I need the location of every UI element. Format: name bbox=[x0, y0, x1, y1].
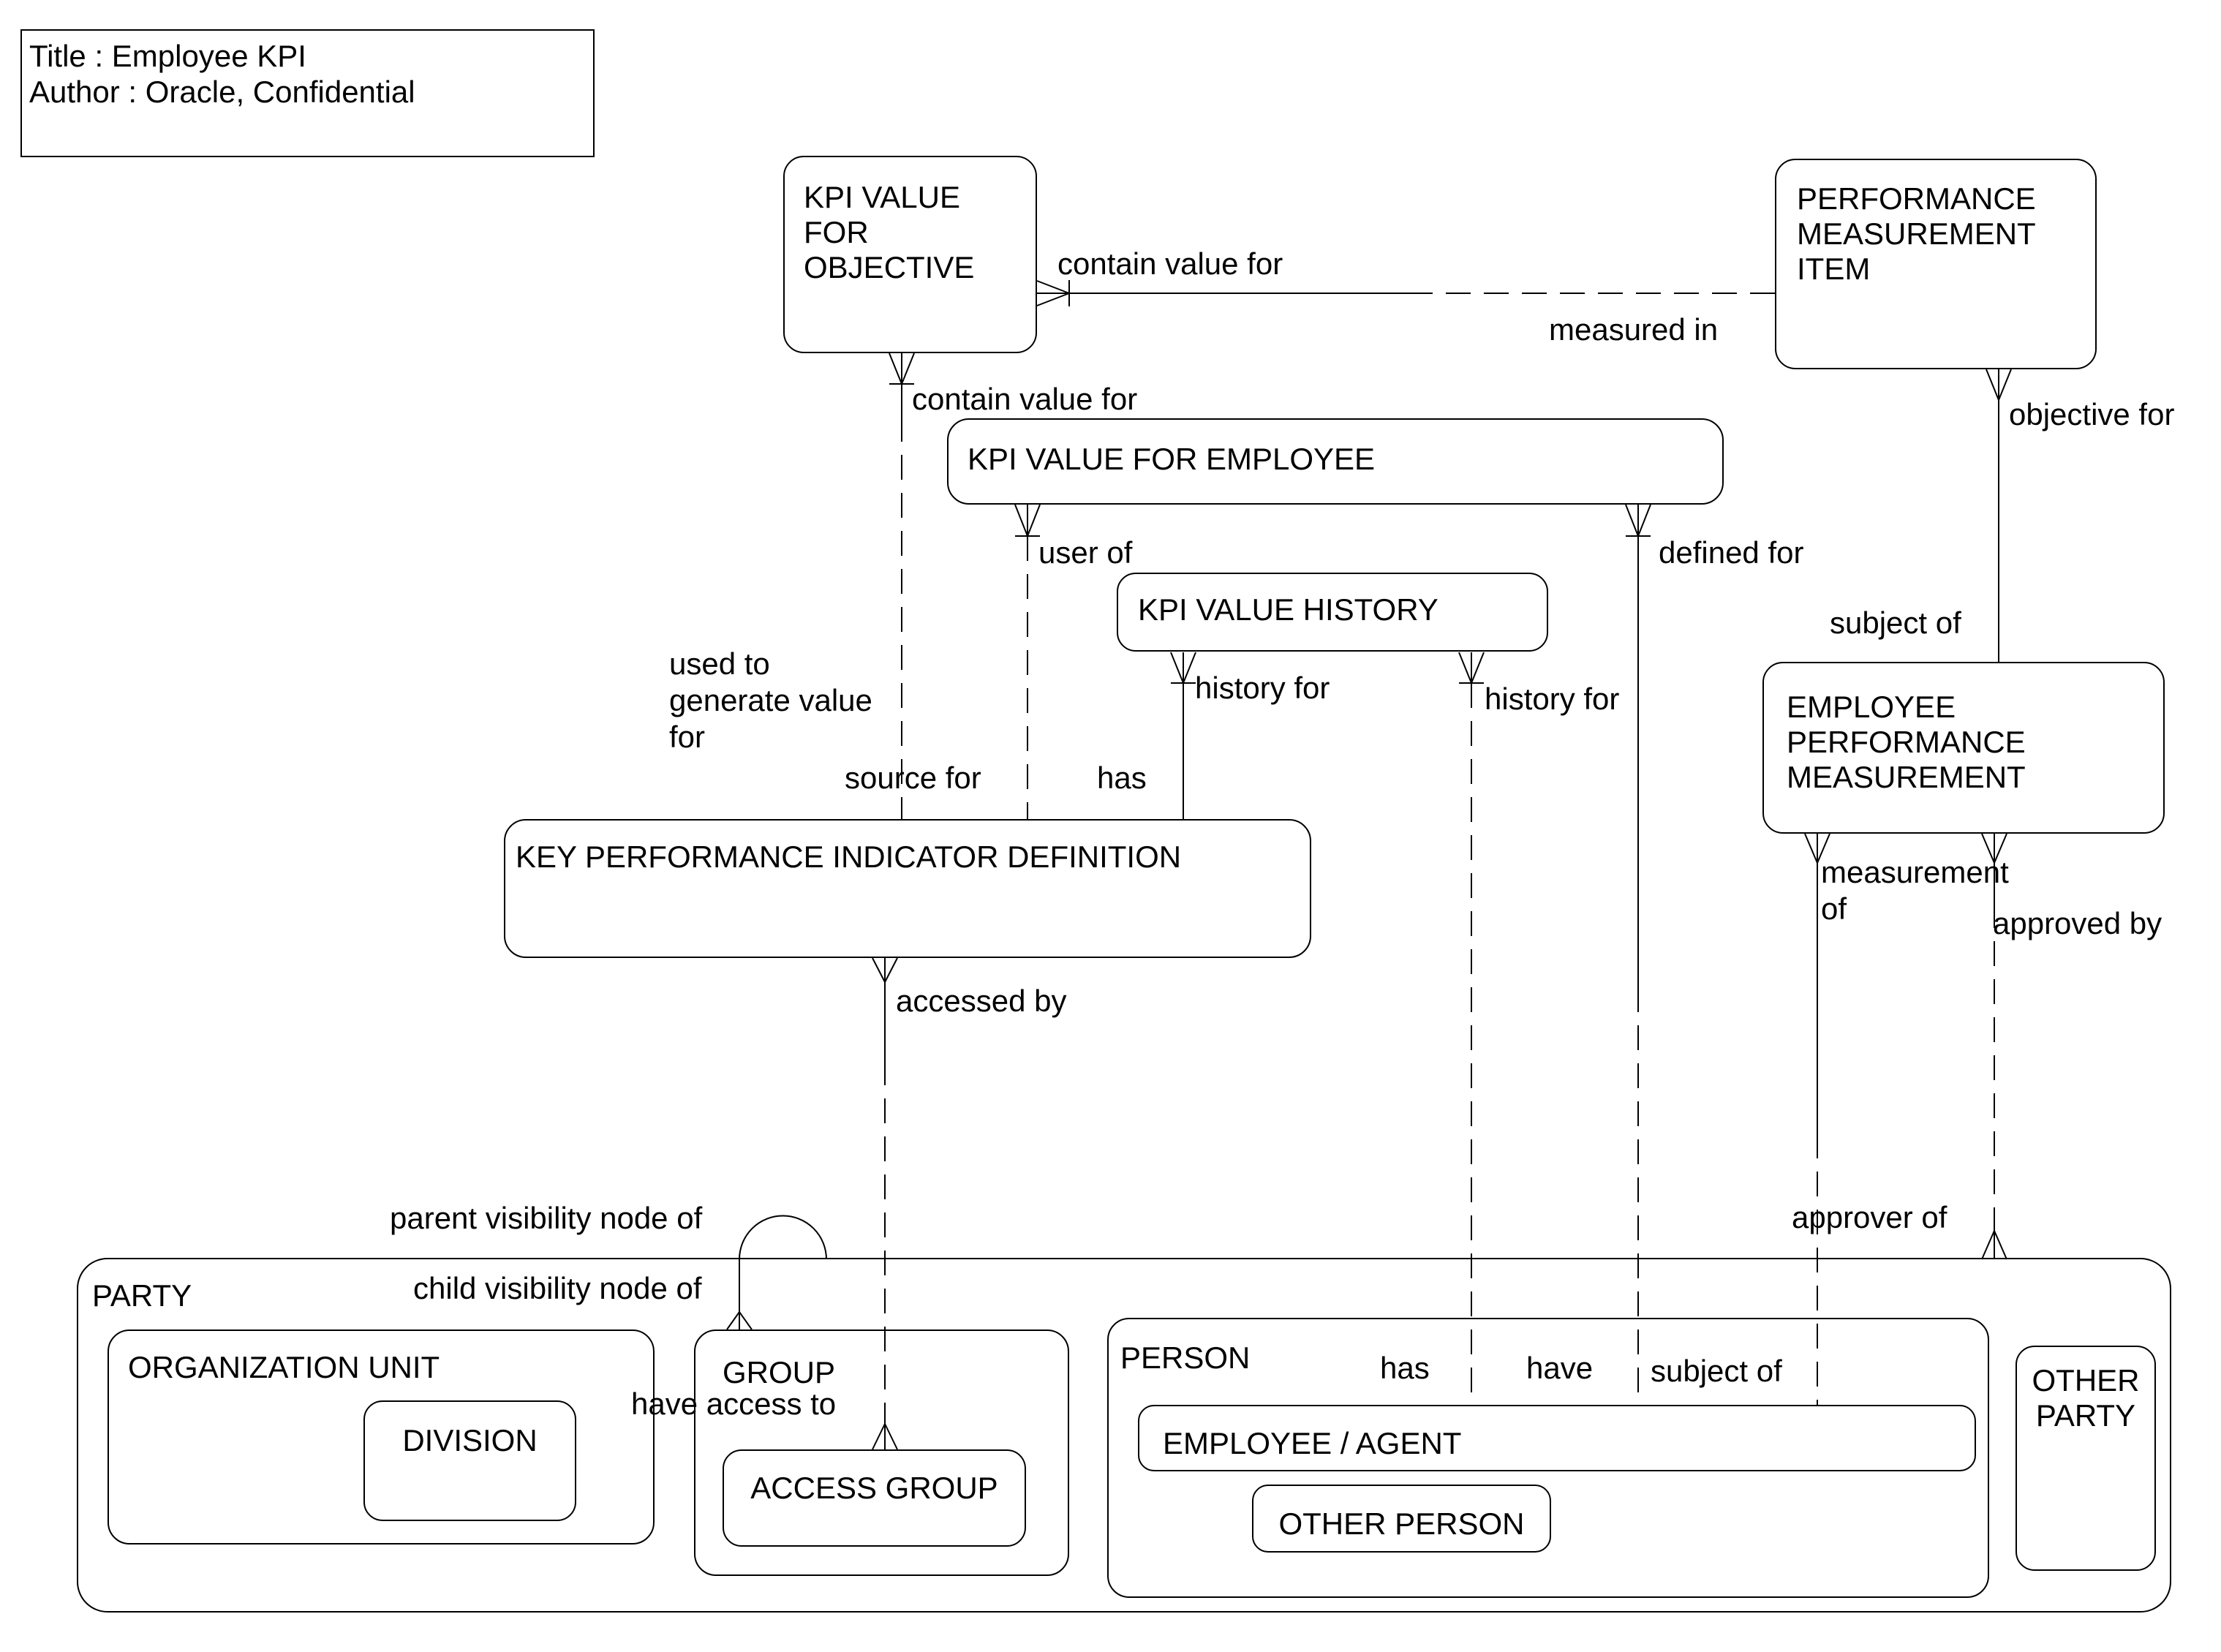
entity-box-access-group: ACCESS GROUP bbox=[723, 1449, 1026, 1547]
entity-label-person: PERSON bbox=[1120, 1340, 1251, 1375]
entity-label-other-person: OTHER PERSON bbox=[1278, 1506, 1525, 1541]
entity-label-key-performance-indicator-definition: KEY PERFORMANCE INDICATOR DEFINITION bbox=[516, 840, 1182, 874]
entity-box-kpi-value-for-employee: KPI VALUE FOR EMPLOYEE bbox=[947, 418, 1724, 505]
crow-foot-foot-party-top-approver bbox=[1994, 1230, 2007, 1260]
crow-foot-foot-pmi-bottom bbox=[1998, 369, 2012, 401]
entity-label-employee-performance-measurement: EMPLOYEE PERFORMANCE MEASUREMENT bbox=[1787, 690, 2026, 794]
entity-label-group: GROUP bbox=[723, 1355, 836, 1389]
diagram-title-block: Title : Employee KPI Author : Oracle, Co… bbox=[20, 29, 595, 157]
relationship-label-measurement-of: measurement of bbox=[1821, 855, 2009, 926]
relationship-label-approved-by: approved by bbox=[1993, 906, 2162, 940]
diagram-title: Title : Employee KPI bbox=[29, 39, 306, 73]
relationship-label-subject-of-person: subject of bbox=[1651, 1354, 1782, 1388]
relationship-label-history-for-left: history for bbox=[1195, 671, 1330, 705]
crow-foot-foot-kvh-left bbox=[1183, 652, 1196, 684]
crow-foot-foot-epm-left bbox=[1804, 833, 1818, 864]
crow-foot-foot-kpidef-bottom bbox=[872, 957, 886, 983]
crow-foot-foot-kvh-right bbox=[1471, 652, 1485, 684]
relationship-label-defined-for: defined for bbox=[1659, 535, 1804, 570]
crow-foot-foot-kve-right bbox=[1625, 504, 1639, 537]
relationship-label-measured-in: measured in bbox=[1549, 312, 1719, 347]
relationship-label-contain-value-for-top: contain value for bbox=[1057, 246, 1283, 281]
entity-label-performance-measurement-item: PERFORMANCE MEASUREMENT ITEM bbox=[1797, 181, 2036, 286]
relationship-label-objective-for: objective for bbox=[2009, 397, 2175, 431]
crow-foot-foot-pmi-bottom bbox=[1986, 369, 1999, 401]
entity-box-other-party: OTHER PARTY bbox=[2016, 1346, 2156, 1571]
entity-label-access-group: ACCESS GROUP bbox=[750, 1471, 998, 1505]
entity-label-kpi-value-for-employee: KPI VALUE FOR EMPLOYEE bbox=[968, 442, 1376, 476]
entity-box-person: PERSON bbox=[1107, 1318, 1989, 1598]
crow-foot-foot-kvo-bottom bbox=[901, 352, 915, 385]
diagram-author: Author : Oracle, Confidential bbox=[29, 75, 415, 109]
entity-box-employee-performance-measurement: EMPLOYEE PERFORMANCE MEASUREMENT bbox=[1762, 662, 2165, 834]
relationship-label-have-access-to: have access to bbox=[631, 1387, 837, 1421]
entity-label-organization-unit: ORGANIZATION UNIT bbox=[128, 1350, 440, 1384]
entity-label-division: DIVISION bbox=[402, 1423, 538, 1457]
entity-label-other-party: OTHER PARTY bbox=[2032, 1363, 2140, 1433]
crow-foot-foot-kve-right bbox=[1637, 504, 1651, 537]
entity-box-division: DIVISION bbox=[363, 1400, 576, 1521]
entity-box-organization-unit: ORGANIZATION UNIT bbox=[108, 1329, 655, 1544]
relationship-label-history-for-right: history for bbox=[1485, 682, 1620, 716]
relationship-label-approver-of: approver of bbox=[1792, 1200, 1947, 1234]
crow-foot-foot-kvo-right bbox=[1036, 280, 1070, 294]
entity-label-employee-agent: EMPLOYEE / AGENT bbox=[1163, 1426, 1462, 1460]
entity-label-party: PARTY bbox=[92, 1278, 192, 1313]
entity-label-kpi-value-for-objective: KPI VALUE FOR OBJECTIVE bbox=[804, 180, 975, 284]
relationship-label-parent-visibility-node-of: parent visibility node of bbox=[390, 1201, 703, 1235]
entity-box-key-performance-indicator-definition: KEY PERFORMANCE INDICATOR DEFINITION bbox=[504, 819, 1311, 958]
entity-box-employee-agent: EMPLOYEE / AGENT bbox=[1138, 1405, 1976, 1471]
relationship-label-have-person: have bbox=[1526, 1351, 1594, 1385]
crow-foot-foot-kvh-left bbox=[1170, 652, 1184, 684]
entity-box-other-person: OTHER PERSON bbox=[1252, 1485, 1551, 1553]
relationship-label-subject-of-upper: subject of bbox=[1830, 606, 1961, 640]
relationship-label-contain-value-for-mid: contain value for bbox=[912, 382, 1138, 416]
crow-foot-foot-party-top-approver bbox=[1981, 1230, 1995, 1260]
entity-box-kpi-value-for-objective: KPI VALUE FOR OBJECTIVE bbox=[783, 156, 1037, 353]
entity-box-group: GROUP bbox=[694, 1329, 1069, 1576]
crow-foot-foot-kve-left bbox=[1014, 504, 1028, 537]
party-self-relationship-arc bbox=[739, 1215, 827, 1260]
crow-foot-foot-kpidef-bottom bbox=[884, 957, 898, 983]
crow-foot-foot-kvo-bottom bbox=[889, 352, 902, 385]
crow-foot-foot-kvo-right bbox=[1036, 293, 1070, 306]
relationship-label-has-kpi-def: has bbox=[1097, 761, 1147, 795]
entity-box-kpi-value-history: KPI VALUE HISTORY bbox=[1117, 573, 1548, 652]
entity-box-party: PARTY bbox=[77, 1258, 2171, 1613]
crow-foot-foot-kve-left bbox=[1027, 504, 1041, 537]
relationship-label-source-for: source for bbox=[845, 761, 981, 795]
entity-box-performance-measurement-item: PERFORMANCE MEASUREMENT ITEM bbox=[1775, 159, 2097, 369]
crow-foot-foot-kvh-right bbox=[1458, 652, 1472, 684]
relationship-label-user-of: user of bbox=[1038, 535, 1133, 570]
entity-label-kpi-value-history: KPI VALUE HISTORY bbox=[1138, 592, 1438, 627]
relationship-label-used-to-generate-value-for: used to generate value for bbox=[669, 646, 872, 754]
relationship-label-accessed-by: accessed by bbox=[896, 984, 1067, 1018]
relationship-label-has-person: has bbox=[1380, 1351, 1430, 1385]
relationship-label-child-visibility-node-of: child visibility node of bbox=[413, 1271, 702, 1305]
